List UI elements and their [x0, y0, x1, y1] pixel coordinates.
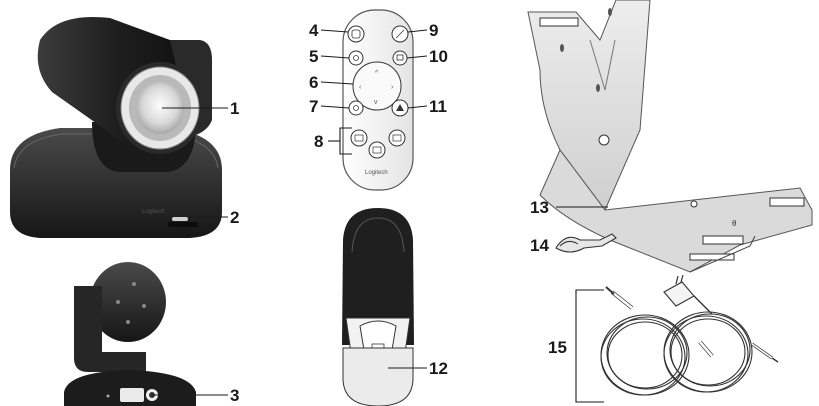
svg-text:›: › [391, 84, 394, 91]
camera-front: Logitech [10, 16, 222, 238]
callout-3: 3 [230, 386, 239, 405]
callout-10: 10 [429, 47, 448, 66]
mount-cradle: θ [527, 0, 813, 273]
cable-clip [555, 233, 617, 253]
callout-8: 8 [314, 132, 323, 151]
callout-5: 5 [309, 47, 318, 66]
callout-1: 1 [230, 99, 239, 118]
remote-cover [342, 208, 414, 406]
svg-text:‹: ‹ [359, 84, 362, 91]
callout-6: 6 [309, 73, 318, 92]
svg-text:^: ^ [375, 70, 379, 77]
callout-labels: 1 2 3 4 5 6 7 8 9 10 11 12 13 14 15 [230, 21, 567, 405]
svg-text:v: v [374, 99, 378, 106]
remote-logitech-logo: Logitech [365, 170, 388, 176]
camera-logitech-logo: Logitech [142, 209, 165, 215]
callout-7: 7 [309, 97, 318, 116]
callout-9: 9 [429, 21, 438, 40]
callout-11: 11 [429, 97, 447, 116]
svg-text:θ: θ [732, 219, 737, 228]
callout-12: 12 [429, 359, 448, 378]
callout-4: 4 [309, 21, 319, 40]
callout-14: 14 [530, 236, 549, 255]
callout-13: 13 [530, 198, 549, 217]
cables [575, 274, 779, 403]
leader-lines [152, 29, 608, 396]
remote: ^ ‹ › v Logitech [342, 9, 414, 191]
camera-rear [64, 262, 196, 406]
callout-15: 15 [548, 338, 567, 357]
callout-2: 2 [230, 208, 239, 227]
